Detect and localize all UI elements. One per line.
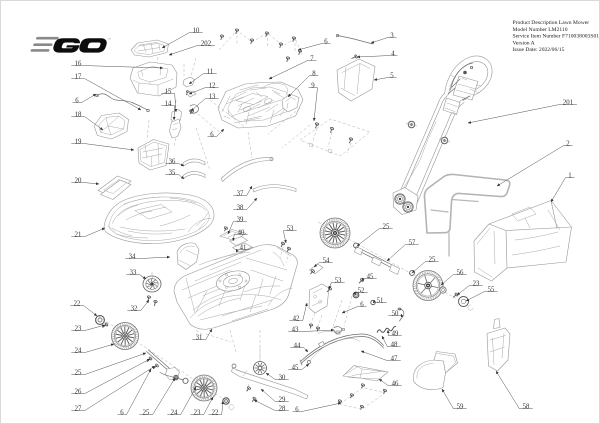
- svg-text:Service Item Number F710038003: Service Item Number F710038003S01: [513, 34, 600, 40]
- svg-text:46: 46: [392, 380, 399, 387]
- svg-text:4: 4: [391, 50, 395, 57]
- svg-text:7: 7: [310, 55, 314, 62]
- svg-text:22: 22: [74, 300, 81, 307]
- svg-text:6: 6: [120, 409, 124, 416]
- svg-text:43: 43: [292, 326, 299, 333]
- svg-text:36: 36: [169, 158, 176, 165]
- svg-text:38: 38: [237, 204, 244, 211]
- svg-text:25: 25: [383, 223, 390, 230]
- svg-text:11: 11: [207, 68, 214, 75]
- svg-text:24: 24: [75, 347, 82, 354]
- svg-text:201: 201: [563, 99, 573, 106]
- svg-text:30: 30: [279, 374, 286, 381]
- svg-text:24: 24: [171, 409, 178, 416]
- svg-text:16: 16: [75, 60, 82, 67]
- svg-text:14: 14: [165, 100, 172, 107]
- svg-text:58: 58: [523, 403, 530, 410]
- svg-text:18: 18: [75, 111, 82, 118]
- svg-text:34: 34: [129, 253, 136, 260]
- svg-text:27: 27: [75, 405, 82, 412]
- svg-text:20: 20: [75, 177, 82, 184]
- svg-text:21: 21: [75, 231, 82, 238]
- svg-text:59: 59: [457, 403, 464, 410]
- svg-text:28: 28: [279, 405, 286, 412]
- svg-text:Version A: Version A: [513, 40, 535, 46]
- svg-text:55: 55: [488, 286, 495, 293]
- svg-text:53: 53: [287, 225, 294, 232]
- svg-text:53: 53: [335, 277, 342, 284]
- svg-text:35: 35: [169, 169, 176, 176]
- svg-text:31: 31: [196, 334, 203, 341]
- svg-text:1: 1: [568, 172, 571, 179]
- svg-text:23: 23: [75, 325, 82, 332]
- svg-text:3: 3: [390, 32, 394, 39]
- svg-text:9: 9: [311, 82, 315, 89]
- svg-text:6: 6: [295, 406, 299, 413]
- svg-text:33: 33: [130, 269, 137, 276]
- svg-text:25: 25: [429, 256, 436, 263]
- svg-text:19: 19: [75, 138, 82, 145]
- svg-text:40: 40: [238, 229, 245, 236]
- svg-text:45: 45: [292, 364, 299, 371]
- svg-text:29: 29: [279, 396, 286, 403]
- svg-text:57: 57: [409, 239, 416, 246]
- svg-text:5: 5: [390, 72, 394, 79]
- svg-text:8: 8: [312, 70, 316, 77]
- svg-text:37: 37: [237, 190, 244, 197]
- svg-text:56: 56: [457, 269, 464, 276]
- svg-text:52: 52: [358, 287, 365, 294]
- svg-text:25: 25: [143, 409, 150, 416]
- svg-text:17: 17: [75, 73, 82, 80]
- svg-text:12: 12: [209, 82, 216, 89]
- svg-text:6: 6: [360, 301, 364, 308]
- svg-text:51: 51: [377, 297, 384, 304]
- svg-text:48: 48: [391, 341, 398, 348]
- svg-text:10: 10: [193, 27, 200, 34]
- svg-text:™: ™: [108, 38, 112, 42]
- svg-text:50: 50: [392, 310, 399, 317]
- svg-text:2: 2: [566, 140, 570, 147]
- svg-text:42: 42: [293, 315, 300, 322]
- svg-text:13: 13: [209, 93, 216, 100]
- svg-text:25: 25: [75, 369, 82, 376]
- svg-text:41: 41: [240, 244, 247, 251]
- svg-text:54: 54: [323, 257, 330, 264]
- svg-text:22: 22: [212, 409, 219, 416]
- svg-text:6: 6: [75, 97, 79, 104]
- svg-text:6: 6: [324, 38, 328, 45]
- svg-text:39: 39: [237, 216, 244, 223]
- svg-text:49: 49: [392, 330, 399, 337]
- svg-text:26: 26: [75, 388, 82, 395]
- svg-text:23: 23: [473, 280, 480, 287]
- svg-text:Issue Date: 2022/06/15: Issue Date: 2022/06/15: [513, 47, 565, 53]
- svg-text:202: 202: [201, 40, 212, 47]
- svg-text:32: 32: [131, 305, 138, 312]
- svg-text:6: 6: [210, 131, 214, 138]
- svg-text:Model Number LM2110: Model Number LM2110: [513, 27, 568, 33]
- svg-text:45: 45: [367, 273, 374, 280]
- svg-text:Product Description Lawn Mower: Product Description Lawn Mower: [513, 20, 590, 26]
- svg-text:15: 15: [165, 88, 172, 95]
- svg-text:23: 23: [194, 409, 201, 416]
- svg-text:47: 47: [391, 355, 398, 362]
- svg-text:44: 44: [294, 342, 301, 349]
